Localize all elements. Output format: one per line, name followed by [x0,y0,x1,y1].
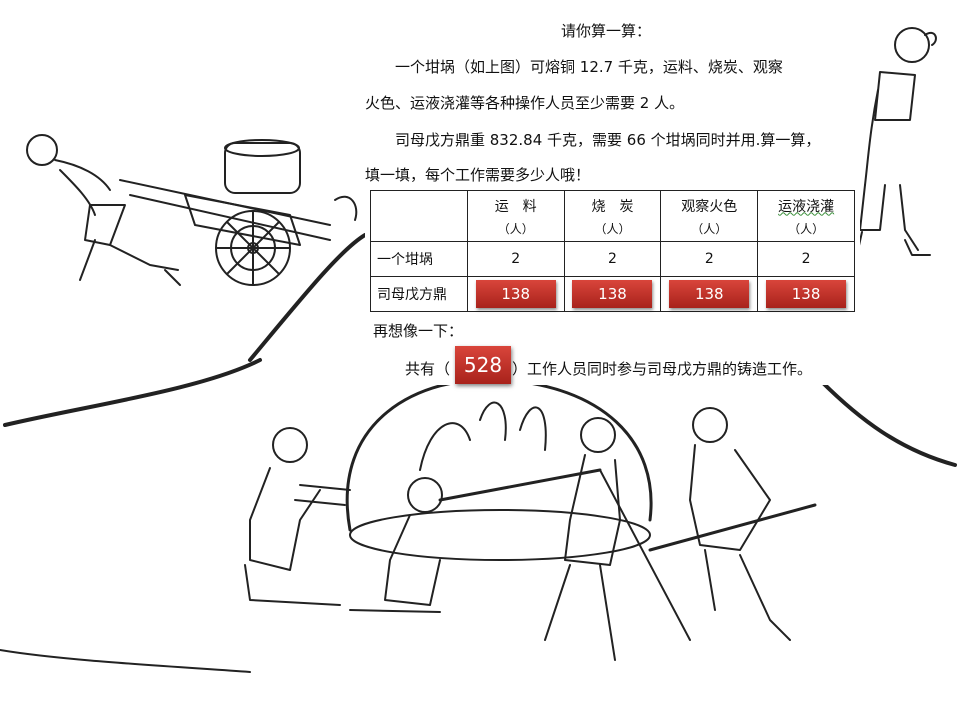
answer-cell: 138 [660,276,759,312]
column-header: 运液浇灌 （人） [757,190,855,242]
answer-box[interactable]: 138 [475,280,556,308]
table-row: 司母戊方鼎 138 138 138 138 [370,276,855,312]
paragraph-2-line-1: 司母戊方鼎重 832.84 千克，需要 66 个坩埚同时并用.算一算， [395,131,821,149]
total-answer-box[interactable]: 528 [455,346,511,384]
row-label-text: 司母戊方鼎 [377,287,447,303]
column-unit: （人） [788,221,825,236]
column-name: 运液浇灌 [778,198,835,215]
column-header: 烧 炭 （人） [563,190,662,242]
table-corner-cell [370,190,468,242]
column-unit: （人） [594,221,631,236]
workers-table: 运 料 （人） 烧 炭 （人） 观察火色 （人） 运液浇灌 （人） 一个坩埚 2 2 2… [370,190,855,312]
answer-box[interactable]: 138 [669,280,750,308]
table-cell: 2 [466,241,565,277]
paragraph-1-line-2: 火色、运液浇灌等各种操作人员至少需要 2 人。 [365,94,685,112]
summary-prefix: 共有（ [405,360,451,378]
column-header: 观察火色 （人） [660,190,759,242]
row-label: 一个坩埚 [370,241,468,277]
answer-cell: 138 [466,276,565,312]
imagine-prompt: 再想像一下： [373,322,464,340]
column-name: 观察火色 [681,198,738,215]
column-unit: （人） [497,221,534,236]
column-header: 运 料 （人） [466,190,565,242]
answer-cell: 138 [563,276,662,312]
column-name: 运 料 [494,198,537,215]
table-row: 一个坩埚 2 2 2 2 [370,241,855,277]
summary-suffix: ）工作人员同时参与司母戊方鼎的铸造工作。 [512,360,813,378]
answer-cell: 138 [757,276,855,312]
summary-sentence: 共有（ ）工作人员同时参与司母戊方鼎的铸造工作。 [405,358,812,379]
answer-box[interactable]: 138 [766,280,847,308]
paragraph-1-line-1: 一个坩埚（如上图）可熔铜 12.7 千克，运料、烧炭、观察 [395,58,783,76]
table-cell: 2 [563,241,662,277]
paragraph-2-line-2: 填一填，每个工作需要多少人哦！ [365,166,591,184]
column-unit: （人） [691,221,728,236]
column-name: 烧 炭 [591,198,634,215]
exercise-heading: 请你算一算： [561,22,652,40]
answer-box[interactable]: 138 [572,280,653,308]
row-label: 司母戊方鼎 [370,276,468,312]
table-cell: 2 [757,241,855,277]
row-label-text: 一个坩埚 [377,252,433,268]
table-header-row: 运 料 （人） 烧 炭 （人） 观察火色 （人） 运液浇灌 （人） [370,190,855,242]
exercise-document: 请你算一算： 一个坩埚（如上图）可熔铜 12.7 千克，运料、烧炭、观察 火色、… [365,10,860,385]
table-cell: 2 [660,241,759,277]
